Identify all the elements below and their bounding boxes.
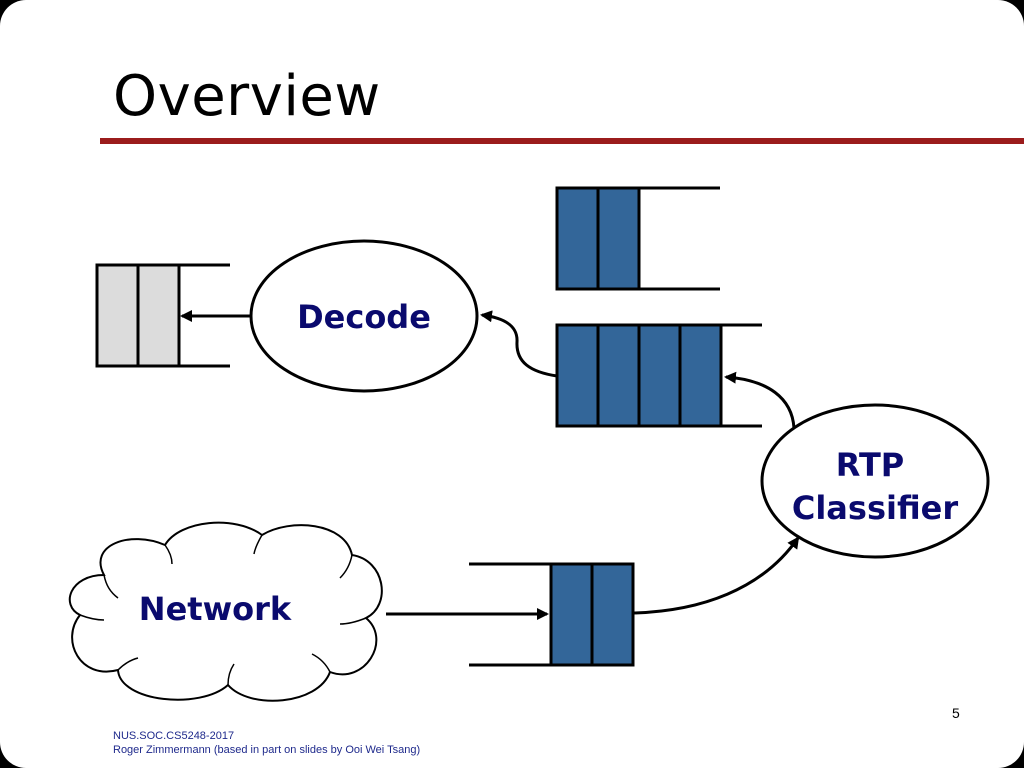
footer-credit: Roger Zimmermann (based in part on slide… [113, 744, 421, 756]
cloud-inner-curve [339, 617, 367, 625]
stream-queue-middle-slot [555, 323, 600, 428]
output-queue-slot [95, 263, 140, 368]
stream-queue-middle-slot [678, 323, 723, 428]
decode-node: Decode [249, 239, 479, 393]
cloud-inner-curve [79, 614, 105, 621]
network-cloud: Network [68, 521, 383, 702]
slide-footer: NUS.SOC.CS5248-2017 Roger Zimmermann (ba… [113, 729, 420, 757]
cloud-icon [68, 521, 383, 702]
network-label: Network [139, 590, 292, 628]
cloud-inner-curve [311, 653, 331, 673]
cloud-inner-curve [253, 534, 263, 555]
output-queue [95, 263, 230, 368]
stream-queue-middle-slot [637, 323, 682, 428]
queue-to-decode-arrow [480, 310, 558, 378]
stream-queue-middle [555, 323, 762, 428]
cloud-inner-curve [339, 554, 353, 579]
rtp-classifier-ellipse [760, 403, 990, 559]
cloud-inner-curve [117, 657, 139, 671]
stream-queue-upper-slot [555, 186, 600, 291]
cloud-inner-curve [227, 663, 235, 686]
rtp-classifier-node: RTP Classifier [760, 403, 990, 559]
input-queue [469, 562, 635, 667]
slide-title: Overview [113, 64, 381, 129]
stream-queue-upper-slot [596, 186, 641, 291]
input-queue-slot [590, 562, 635, 667]
stream-queue-middle-slot [596, 323, 641, 428]
input-to-classifier-arrow [633, 536, 800, 615]
footer-course: NUS.SOC.CS5248-2017 [113, 730, 235, 742]
classifier-to-queue-arrow [724, 371, 796, 429]
output-queue-slot [136, 263, 181, 368]
input-queue-slot [549, 562, 594, 667]
decode-label: Decode [297, 298, 431, 336]
stream-queue-upper [555, 186, 720, 291]
rtp-classifier-label-line2: Classifier [792, 489, 959, 527]
title-underline [100, 138, 1024, 144]
page-number: 5 [952, 705, 960, 721]
cloud-inner-curve [164, 544, 173, 565]
cloud-inner-curve [103, 574, 119, 599]
rtp-classifier-label-line1: RTP [836, 446, 904, 484]
